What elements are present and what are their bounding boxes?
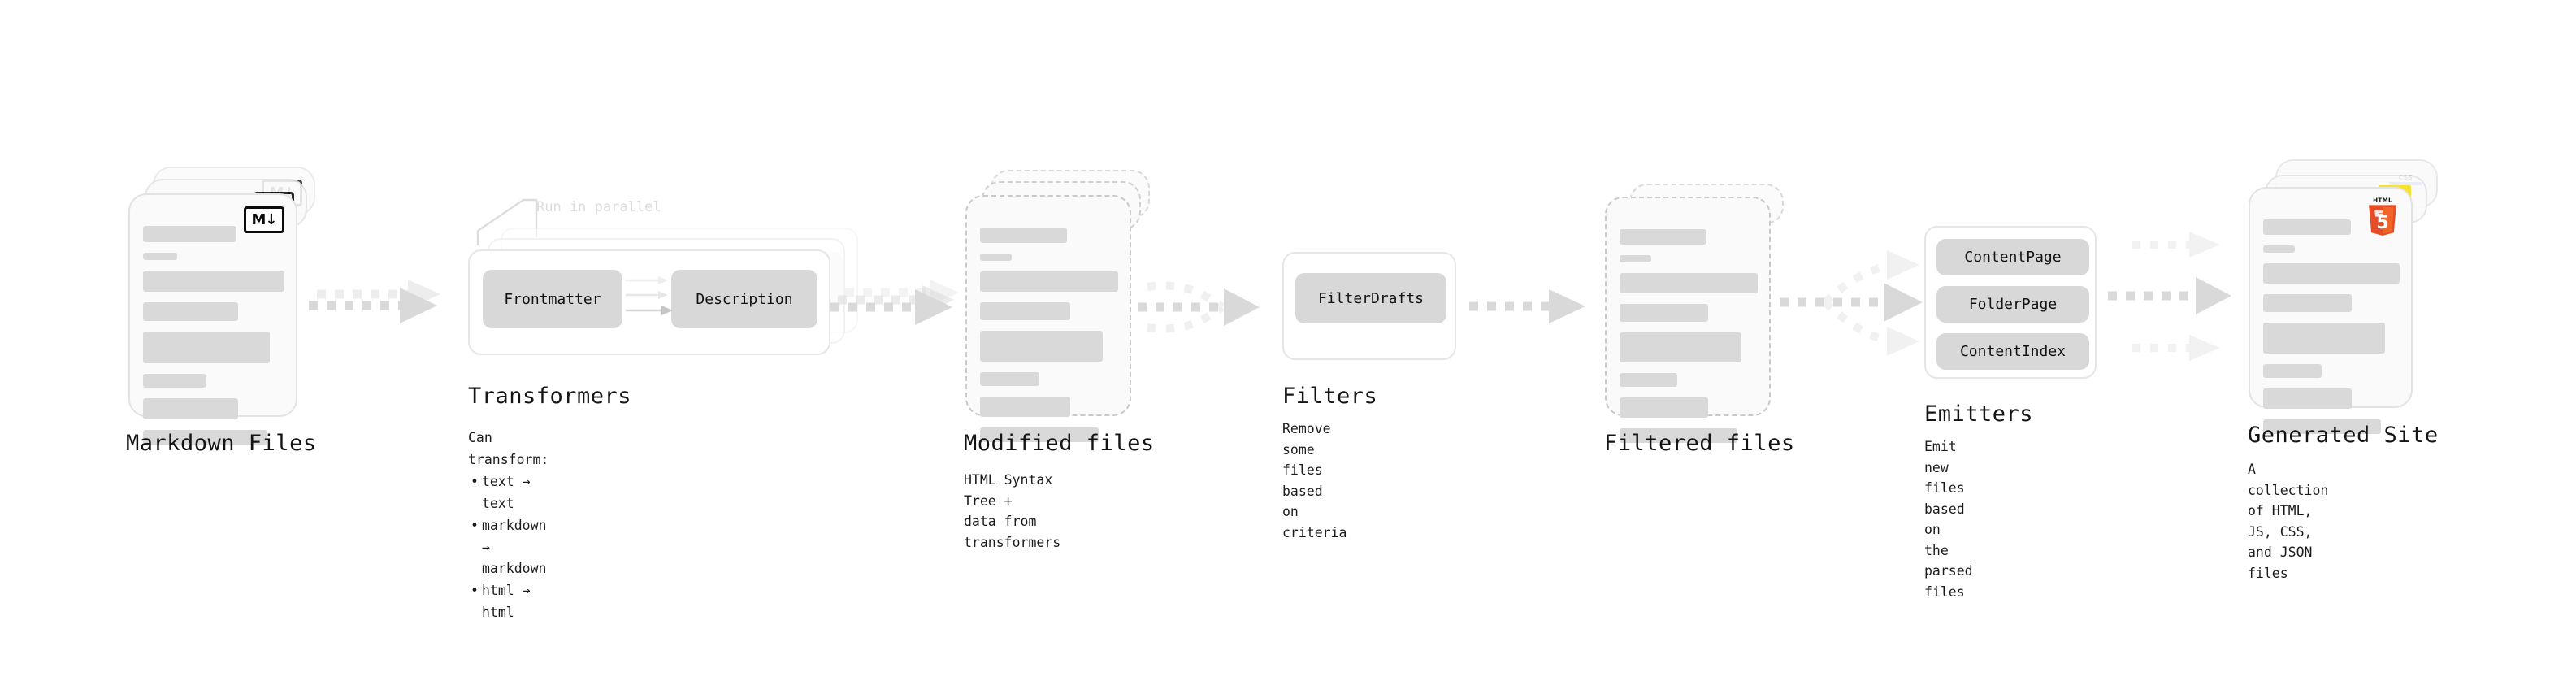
transformers-bullets: Can transform: text → text markdown → ma… xyxy=(468,427,549,623)
chip-filterdrafts[interactable]: FilterDrafts xyxy=(1295,273,1446,323)
generated-subtitle: A collection of HTML, JS, CSS, and JSON … xyxy=(2248,462,2329,581)
page-title-markdown: Markdown Files xyxy=(126,431,317,456)
chip-description[interactable]: Description xyxy=(671,270,817,328)
page-title-filtered: Filtered files xyxy=(1604,431,1795,456)
markdown-icon: M↓ xyxy=(244,206,284,233)
generated-card-front-html: HTML 5 xyxy=(2249,187,2413,434)
svg-text:5: 5 xyxy=(2376,213,2388,233)
page-title-emitters: Emitters xyxy=(1924,401,2034,427)
arrow-modified-to-filters xyxy=(1138,281,1260,333)
html5-icon: HTML 5 xyxy=(2369,196,2396,236)
transformer-group-front: Frontmatter Description xyxy=(468,249,830,355)
arrow-markdown-to-transformers xyxy=(309,280,440,323)
bullets-header: Can transform: xyxy=(468,430,549,467)
modified-subtitle: HTML Syntax Tree + data from transformer… xyxy=(964,472,1061,550)
page-title-transformers: Transformers xyxy=(468,384,632,409)
doc-content-bars xyxy=(2262,219,2400,445)
page-title-modified: Modified files xyxy=(964,431,1155,456)
bullet-item: html → html xyxy=(471,580,549,623)
emitters-group: ContentPage FolderPage ContentIndex xyxy=(1924,226,2097,379)
arrow-filtered-to-emitters xyxy=(1780,250,1923,356)
page-title-filters: Filters xyxy=(1282,384,1378,409)
filters-subtitle: Remove some files based on criteria xyxy=(1282,421,1347,540)
filters-group: FilterDrafts xyxy=(1282,252,1456,360)
bullet-item: text → text xyxy=(471,471,549,514)
filtered-card-front xyxy=(1605,197,1771,443)
page-title-generated: Generated Site xyxy=(2248,423,2439,448)
chip-contentindex[interactable]: ContentIndex xyxy=(1936,333,2089,370)
markdown-card-front: M↓ xyxy=(128,193,297,445)
chip-frontmatter[interactable]: Frontmatter xyxy=(483,270,622,328)
modified-card-front xyxy=(965,195,1131,442)
chip-contentpage[interactable]: ContentPage xyxy=(1936,239,2089,275)
run-in-parallel-label: Run in parallel xyxy=(536,199,661,215)
doc-content-bars xyxy=(980,228,1118,453)
arrow-emitters-to-generated xyxy=(2108,232,2231,361)
svg-text:HTML: HTML xyxy=(2373,196,2392,203)
chip-folderpage[interactable]: FolderPage xyxy=(1936,286,2089,323)
bullet-item: markdown → markdown xyxy=(471,515,549,580)
emitters-subtitle: Emit new files based on the parsed files xyxy=(1924,439,1973,600)
doc-content-bars xyxy=(143,226,284,455)
arrow-filters-to-filtered xyxy=(1469,289,1585,323)
doc-content-bars xyxy=(1620,229,1758,453)
transformer-inner-arrows xyxy=(626,276,673,315)
